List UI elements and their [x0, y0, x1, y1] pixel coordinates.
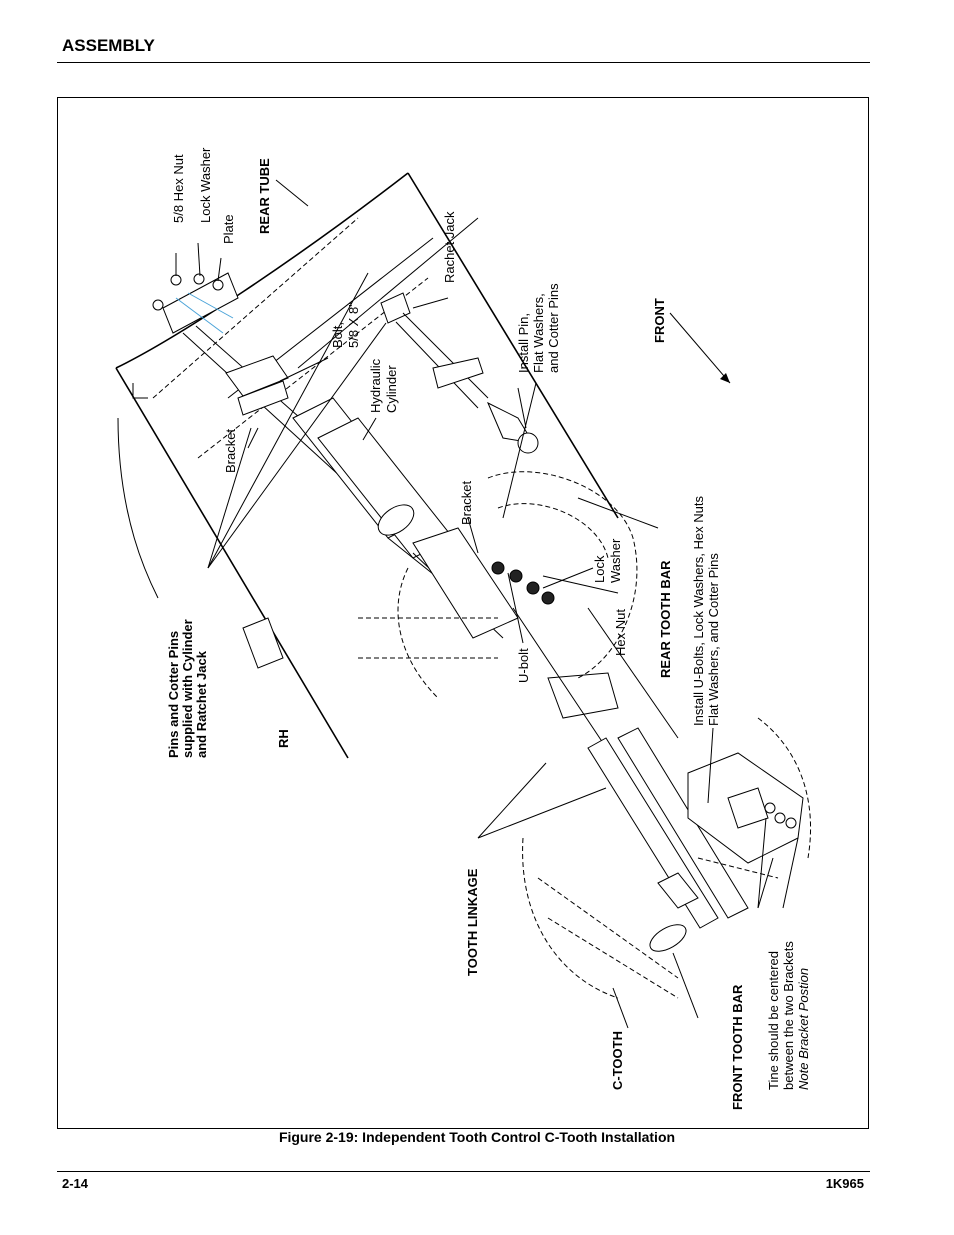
- label-install-pin-line3: and Cotter Pins: [546, 283, 561, 373]
- label-rear-tooth-bar: REAR TOOTH BAR: [658, 560, 673, 678]
- label-install-ubolts-line2: Flat Washers, and Cotter Pins: [706, 553, 721, 726]
- label-pins-line1: Pins and Cotter Pins: [166, 631, 181, 758]
- figure-labels: 5/8 Hex Nut Lock Washer Plate REAR TUBE …: [166, 147, 811, 1110]
- label-lock-washer-line2: Washer: [608, 538, 623, 583]
- label-tine-line1: Tine should be centered: [766, 951, 781, 1090]
- label-rear-tube: REAR TUBE: [257, 158, 272, 234]
- label-install-pin-line2: Flat Washers,: [531, 293, 546, 373]
- label-lock-washer-top: Lock Washer: [198, 147, 213, 223]
- label-rh: RH: [276, 729, 291, 748]
- label-lock-washer-line1: Lock: [592, 555, 607, 583]
- label-front-tooth-bar: FRONT TOOTH BAR: [730, 984, 745, 1110]
- label-u-bolt: U-bolt: [516, 648, 531, 683]
- label-bracket-upper: Bracket: [223, 429, 238, 473]
- label-pins-line2: supplied with Cylinder: [180, 619, 195, 758]
- label-install-pin-line1: Install Pin,: [516, 313, 531, 373]
- header-rule: [57, 62, 870, 63]
- footer-rule: [57, 1171, 870, 1172]
- label-bracket-mid: Bracket: [459, 481, 474, 525]
- label-front: FRONT: [652, 298, 667, 343]
- document-number: 1K965: [825, 1176, 864, 1191]
- label-install-ubolts-line1: Install U-Bolts, Lock Washers, Hex Nuts: [691, 496, 706, 726]
- label-plate: Plate: [221, 214, 236, 244]
- label-c-tooth: C-TOOTH: [610, 1031, 625, 1090]
- assembly-illustration: 5/8 Hex Nut Lock Washer Plate REAR TUBE …: [115, 147, 812, 1110]
- figure-caption: Figure 2-19: Independent Tooth Control C…: [278, 1129, 676, 1145]
- label-bolt-line2: 5/8 X 8": [346, 302, 361, 348]
- label-tine-line3: Note Bracket Postion: [796, 968, 811, 1090]
- label-rachet-jack: Rachet Jack: [442, 211, 457, 283]
- label-hydraulic-line1: Hydraulic: [368, 358, 383, 413]
- section-title: ASSEMBLY: [62, 36, 155, 55]
- label-hydraulic-line2: Cylinder: [384, 365, 399, 413]
- figure-frame: 5/8 Hex Nut Lock Washer Plate REAR TUBE …: [57, 97, 869, 1129]
- label-hex-nut: Hex Nut: [613, 609, 628, 656]
- label-bolt-line1: Bolt,: [330, 322, 345, 348]
- page-number: 2-14: [62, 1176, 89, 1191]
- label-58-hex-nut: 5/8 Hex Nut: [171, 154, 186, 223]
- label-tooth-linkage: TOOTH LINKAGE: [465, 868, 480, 976]
- label-pins-line3: and Ratchet Jack: [194, 650, 209, 758]
- label-tine-line2: between the two Brackets: [781, 941, 796, 1090]
- drawing-art: [115, 172, 812, 999]
- leader-lines: [175, 179, 799, 1029]
